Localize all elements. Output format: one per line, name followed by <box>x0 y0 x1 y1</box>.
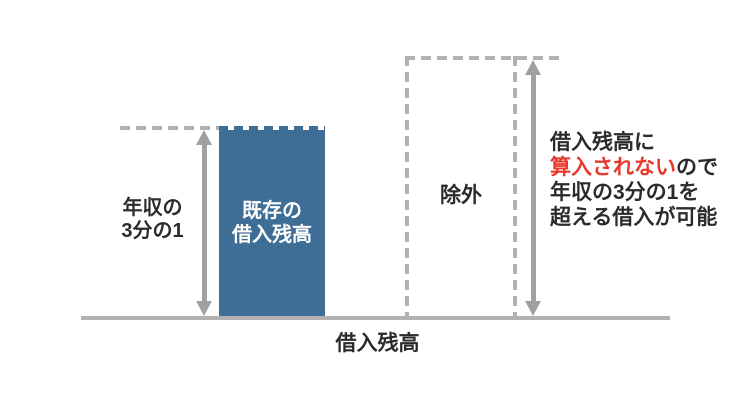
note-text: 借入残高に 算入されないので 年収の3分の1を 超える借入が可能 <box>550 130 740 230</box>
arrow-shaft <box>530 73 536 303</box>
left-measure-label: 年収の 3分の1 <box>95 197 210 243</box>
bar-label-line2: 借入残高 <box>232 224 312 246</box>
note-line2-rest: ので <box>676 156 718 179</box>
note-line3: 年収の3分の1を <box>550 181 700 204</box>
axis-label: 借入残高 <box>335 332 420 355</box>
bar-label-line1: 既存の <box>242 200 302 222</box>
existing-balance-bar-label: 既存の 借入残高 <box>232 199 312 247</box>
note-line2-highlight: 算入されない <box>550 156 676 179</box>
left-measure-arrow <box>196 130 212 316</box>
excluded-box-top-edge <box>405 56 562 60</box>
left-measure-line2: 3分の1 <box>121 220 184 242</box>
baseline-axis <box>81 316 670 320</box>
left-measure-line1: 年収の <box>122 197 183 219</box>
arrow-shaft <box>201 143 207 303</box>
arrowhead-down-icon <box>525 301 541 316</box>
note-line2: 算入されないので <box>550 155 740 180</box>
note-line4: 超える借入が可能 <box>550 206 718 229</box>
arrowhead-down-icon <box>196 301 212 316</box>
right-range-arrow <box>525 60 541 316</box>
bar-top-dashed-edge <box>219 126 325 130</box>
excluded-box-left-edge <box>405 56 409 316</box>
existing-balance-bar: 既存の 借入残高 <box>219 130 325 316</box>
excluded-box-right-edge <box>513 56 517 316</box>
threshold-dashed-line <box>120 126 219 130</box>
arrowhead-up-icon <box>196 130 212 145</box>
arrowhead-up-icon <box>525 60 541 75</box>
excluded-label: 除外 <box>440 184 482 207</box>
note-line1: 借入残高に <box>550 131 655 154</box>
